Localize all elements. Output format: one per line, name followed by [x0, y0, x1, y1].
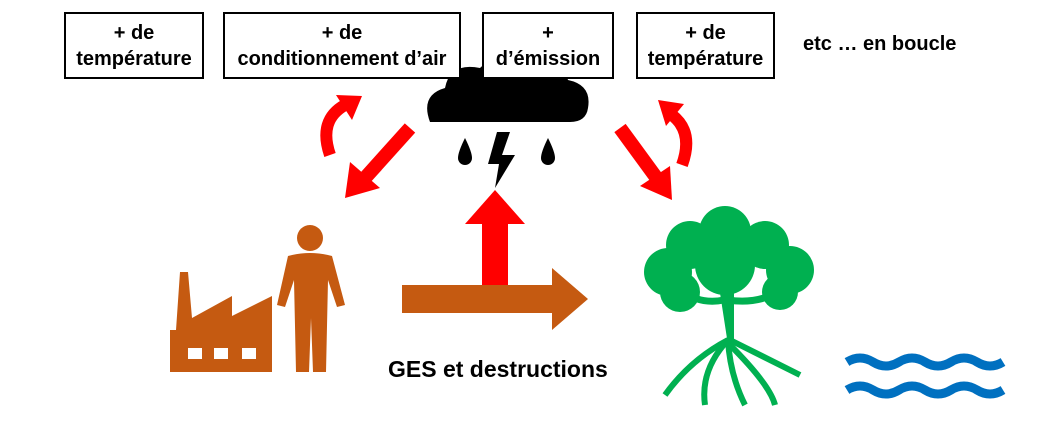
- box-line: température: [647, 47, 764, 70]
- emissions-arrow: [402, 268, 588, 330]
- box-temperature-2: + de température: [636, 12, 775, 79]
- flow-label: GES et destructions: [388, 356, 608, 382]
- person-icon: [277, 225, 345, 372]
- box-line: + de: [685, 21, 726, 44]
- box-air-conditioning: + de conditionnement d’air: [223, 12, 461, 79]
- box-line: + de: [113, 21, 155, 44]
- left-down-arrow: [345, 123, 416, 198]
- raindrop-icon: [458, 138, 472, 165]
- box-line: température: [76, 47, 192, 70]
- box-temperature-1: + de température: [64, 12, 204, 79]
- factory-icon: [170, 272, 272, 372]
- raindrop-icon: [541, 138, 555, 165]
- lightning-icon: [488, 132, 515, 188]
- box-line: conditionnement d’air: [237, 47, 447, 70]
- loop-text: etc … en boucle: [803, 33, 957, 55]
- right-down-arrow: [614, 123, 672, 200]
- box-line: + de: [321, 21, 363, 44]
- box-emission: + d’émission: [482, 12, 614, 79]
- left-curved-arrow: [320, 95, 362, 157]
- water-waves-icon: [844, 353, 1006, 399]
- up-arrow: [465, 190, 525, 286]
- right-curved-arrow: [658, 100, 693, 168]
- box-line: d’émission: [495, 47, 601, 70]
- box-line: +: [542, 21, 554, 44]
- tree-icon: [644, 206, 814, 407]
